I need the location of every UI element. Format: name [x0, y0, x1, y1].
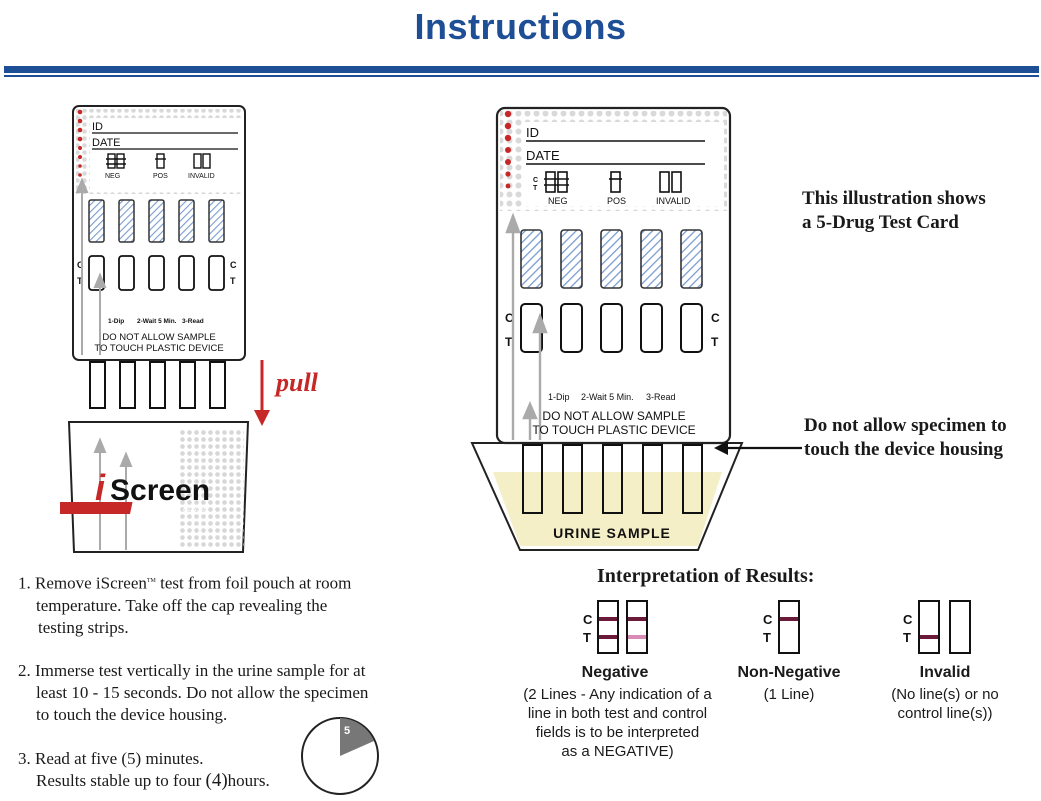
step-1: 1. Remove iScreenTM test from foil pouch… — [18, 573, 352, 637]
svg-text:2-Wait 5 Min.: 2-Wait 5 Min. — [137, 318, 177, 325]
interpretation-title: Interpretation of Results: — [597, 565, 815, 587]
step-3: 3. Read at five (5) minutes. Results sta… — [18, 749, 270, 791]
card-pos-label: POS — [153, 173, 168, 180]
svg-text:TO TOUCH PLASTIC DEVICE: TO TOUCH PLASTIC DEVICE — [532, 423, 695, 437]
pointer-arrow-icon — [714, 441, 802, 455]
svg-text:T: T — [711, 335, 719, 349]
svg-text:DO NOT ALLOW SAMPLE: DO NOT ALLOW SAMPLE — [542, 409, 685, 423]
page-title: Instructions — [414, 6, 627, 47]
urine-sample-label: URINE SAMPLE — [553, 525, 671, 541]
svg-text:C: C — [583, 612, 593, 627]
svg-text:1-Dip: 1-Dip — [548, 392, 570, 402]
non-negative-title: Non-Negative — [737, 664, 841, 681]
test-card-with-cap-illustration: ID DATE NEG POS INVALID C T C T 1-Dip 2-… — [60, 105, 250, 553]
pull-label: pull — [276, 368, 318, 397]
svg-text:DATE: DATE — [526, 148, 560, 163]
svg-text:INVALID: INVALID — [656, 196, 691, 206]
negative-title: Negative — [581, 664, 649, 681]
test-card-in-urine-cup-illustration: ID DATE C T NEG POS INVALID C T C T 1-Di… — [470, 106, 744, 551]
svg-text:C: C — [505, 311, 514, 325]
svg-text:T: T — [77, 276, 83, 286]
card-warning-line1: DO NOT ALLOW SAMPLE — [102, 332, 215, 343]
specimen-warning-note: Do not allow specimen to touch the devic… — [804, 415, 1007, 460]
negative-result-diagram: C T — [583, 600, 648, 654]
svg-text:3-Read: 3-Read — [182, 318, 204, 325]
header-rule-thin — [4, 75, 1039, 77]
non-negative-result-diagram: C T — [763, 600, 800, 654]
invalid-description: (No line(s) or no control line(s)) — [891, 686, 999, 722]
card-warning-line2: TO TOUCH PLASTIC DEVICE — [94, 343, 223, 354]
card-date-label: DATE — [92, 137, 121, 149]
card-invalid-label: INVALID — [188, 173, 215, 180]
card-id-label: ID — [92, 121, 103, 133]
pull-arrow-icon — [254, 360, 270, 426]
svg-text:ID: ID — [526, 125, 539, 140]
card-neg-label: NEG — [105, 173, 120, 180]
svg-text:C: C — [230, 260, 237, 270]
svg-text:1-Dip: 1-Dip — [108, 318, 124, 325]
svg-text:C: C — [903, 612, 913, 627]
svg-text:C: C — [763, 612, 773, 627]
svg-text:C: C — [533, 177, 538, 184]
cap-tagline: Drugs of Abuse — [151, 504, 206, 513]
negative-description: (2 Lines - Any indication of a line in b… — [523, 686, 712, 760]
svg-text:C: C — [711, 311, 720, 325]
invalid-title: Invalid — [919, 664, 971, 681]
svg-text:NEG: NEG — [548, 196, 568, 206]
timer-value: 5 — [344, 725, 350, 737]
timer-clock-icon: 5 — [301, 717, 379, 795]
svg-text:T: T — [230, 276, 236, 286]
svg-text:2-Wait 5 Min.: 2-Wait 5 Min. — [581, 392, 634, 402]
cap-brand-i: i — [95, 467, 106, 508]
svg-text:T: T — [763, 630, 771, 645]
svg-text:T: T — [903, 630, 911, 645]
svg-text:T: T — [583, 630, 591, 645]
svg-text:3-Read: 3-Read — [646, 392, 676, 402]
svg-text:C: C — [77, 260, 84, 270]
invalid-result-diagram: C T — [903, 600, 971, 654]
svg-text:T: T — [505, 335, 513, 349]
non-negative-description: (1 Line) — [763, 686, 815, 703]
header-rule — [4, 66, 1039, 73]
cap-brand: Screen — [110, 474, 210, 507]
red-dot-column — [77, 109, 83, 177]
svg-text:POS: POS — [607, 196, 626, 206]
illustration-caption: This illustration shows a 5-Drug Test Ca… — [802, 188, 986, 233]
step-2: 2. Immerse test vertically in the urine … — [18, 661, 369, 724]
svg-text:T: T — [533, 185, 538, 192]
